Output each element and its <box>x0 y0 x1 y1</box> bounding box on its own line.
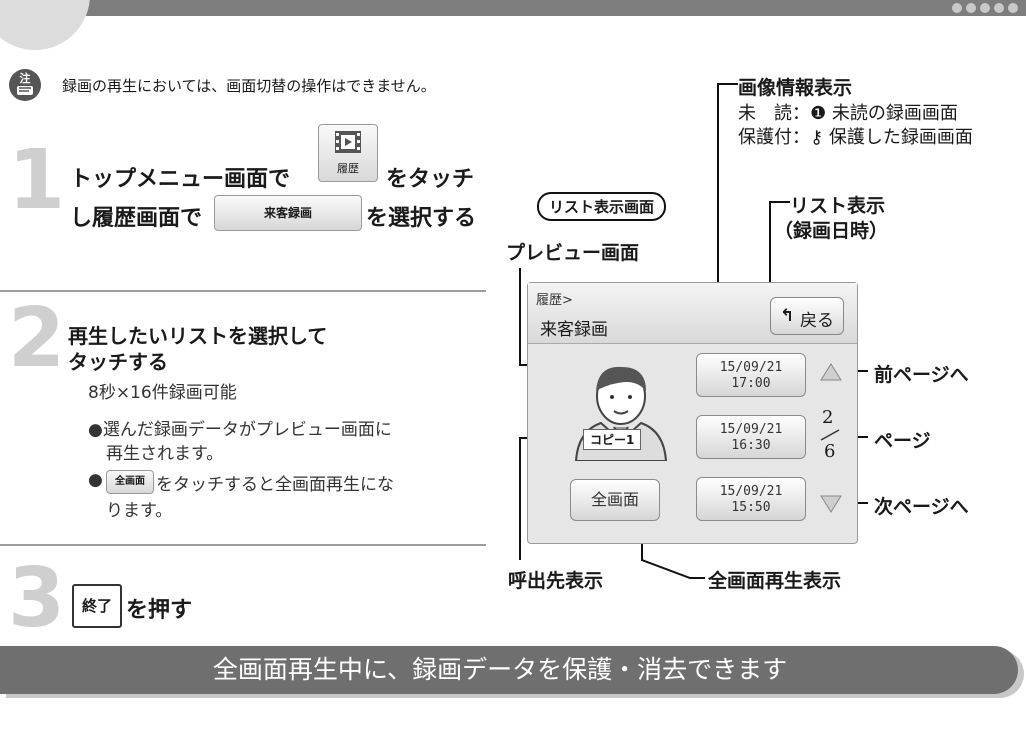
step2-title-line1: 再生したいリストを選択して <box>68 324 328 348</box>
caller-display-label: 呼出先表示 <box>508 570 604 592</box>
step2-capacity: 8秒×16件録画可能 <box>88 383 237 403</box>
svg-text:注: 注 <box>20 71 31 85</box>
screen-title: 来客録画 <box>540 320 608 340</box>
top-header-bar <box>0 0 1026 16</box>
step1-line2-after: を選択する <box>366 206 477 231</box>
entry-time: 15:50 <box>731 500 771 515</box>
next-page-arrow-icon[interactable] <box>820 495 842 513</box>
note-text: 録画の再生においては、画面切替の操作はできません。 <box>62 77 436 95</box>
step1-line2-text: し履歴画面で <box>70 206 203 231</box>
caller-label: コピー1 <box>583 429 642 450</box>
image-info-title: 画像情報表示 <box>738 77 853 99</box>
preview-label: プレビュー画面 <box>506 242 640 264</box>
back-button-label: 戻る <box>800 311 834 331</box>
list-display-label-1: リスト表示 <box>790 195 886 217</box>
entry-date: 15/09/21 <box>719 422 783 437</box>
step3-text: を押す <box>126 598 193 623</box>
back-button[interactable]: ↰ 戻る <box>770 297 844 335</box>
raikyaku-button-label: 来客録画 <box>263 206 312 220</box>
shuryo-key: 終了 <box>72 584 122 628</box>
raikyaku-button-image: 来客録画 <box>214 195 362 231</box>
step-number-2: 2 <box>8 291 66 386</box>
prev-page-label: 前ページへ <box>874 364 969 386</box>
protected-legend: 保護付：⚷ 保護した録画画面 <box>738 127 973 148</box>
list-screen: 履歴> 来客録画 ↰ 戻る コピー1 全画面 15/09/21 17:00 15… <box>527 282 858 544</box>
step2-bullet1-line1: ●選んだ録画データがプレビュー画面に <box>88 420 392 440</box>
step2-bullet2-marker: ● <box>88 470 103 490</box>
list-screen-tag: リスト表示画面 <box>537 192 667 221</box>
diagram-leader-lines <box>519 83 868 579</box>
entry-date: 15/09/21 <box>719 484 783 499</box>
separator-1 <box>0 290 486 292</box>
page-slash <box>820 429 840 441</box>
return-arrow-icon: ↰ <box>780 306 795 326</box>
entry-time: 17:00 <box>731 376 771 391</box>
zengamen-inline-button: 全画面 <box>106 470 154 494</box>
entry-date: 15/09/21 <box>719 360 783 375</box>
rireki-button-label: 履歴 <box>337 162 359 175</box>
step1-line1-after: をタッチ <box>386 167 475 192</box>
unread-legend: 未 読：❶ 未読の録画画面 <box>738 103 958 124</box>
list-display-label-2: （録画日時） <box>774 220 889 242</box>
screen-breadcrumb: 履歴> <box>536 293 573 308</box>
rireki-button-image: 履歴 <box>318 124 378 182</box>
list-entry[interactable]: 15/09/21 16:30 <box>696 415 806 459</box>
entry-time: 16:30 <box>731 438 771 453</box>
fullscreen-button[interactable]: 全画面 <box>570 479 660 521</box>
step2-title-line2: タッチする <box>68 350 168 374</box>
page-current: 2 <box>822 407 834 428</box>
separator-2 <box>0 544 486 546</box>
film-icon <box>335 131 361 153</box>
step-number-1: 1 <box>8 133 66 228</box>
step2-bullet1-line2: 再生されます。 <box>106 444 224 464</box>
step-number-3: 3 <box>8 551 66 646</box>
page-label: ページ <box>874 430 931 452</box>
note-icon: 注 <box>9 69 41 101</box>
list-entry[interactable]: 15/09/21 15:50 <box>696 477 806 521</box>
next-page-label: 次ページへ <box>874 496 969 518</box>
step1-line1-text: トップメニュー画面で <box>70 167 291 192</box>
header-dots <box>952 0 1018 16</box>
prev-page-arrow-icon[interactable] <box>820 363 842 381</box>
step2-bullet2-text: をタッチすると全画面再生にな <box>156 475 394 495</box>
page-total: 6 <box>824 441 836 462</box>
list-entry[interactable]: 15/09/21 17:00 <box>696 353 806 397</box>
bottom-banner-text: 全画面再生中に、録画データを保護・消去できます <box>212 655 788 684</box>
step2-bullet2-line2: ります。 <box>106 501 173 521</box>
bottom-banner <box>0 646 1018 694</box>
fullscreen-display-label: 全画面再生表示 <box>708 570 842 592</box>
